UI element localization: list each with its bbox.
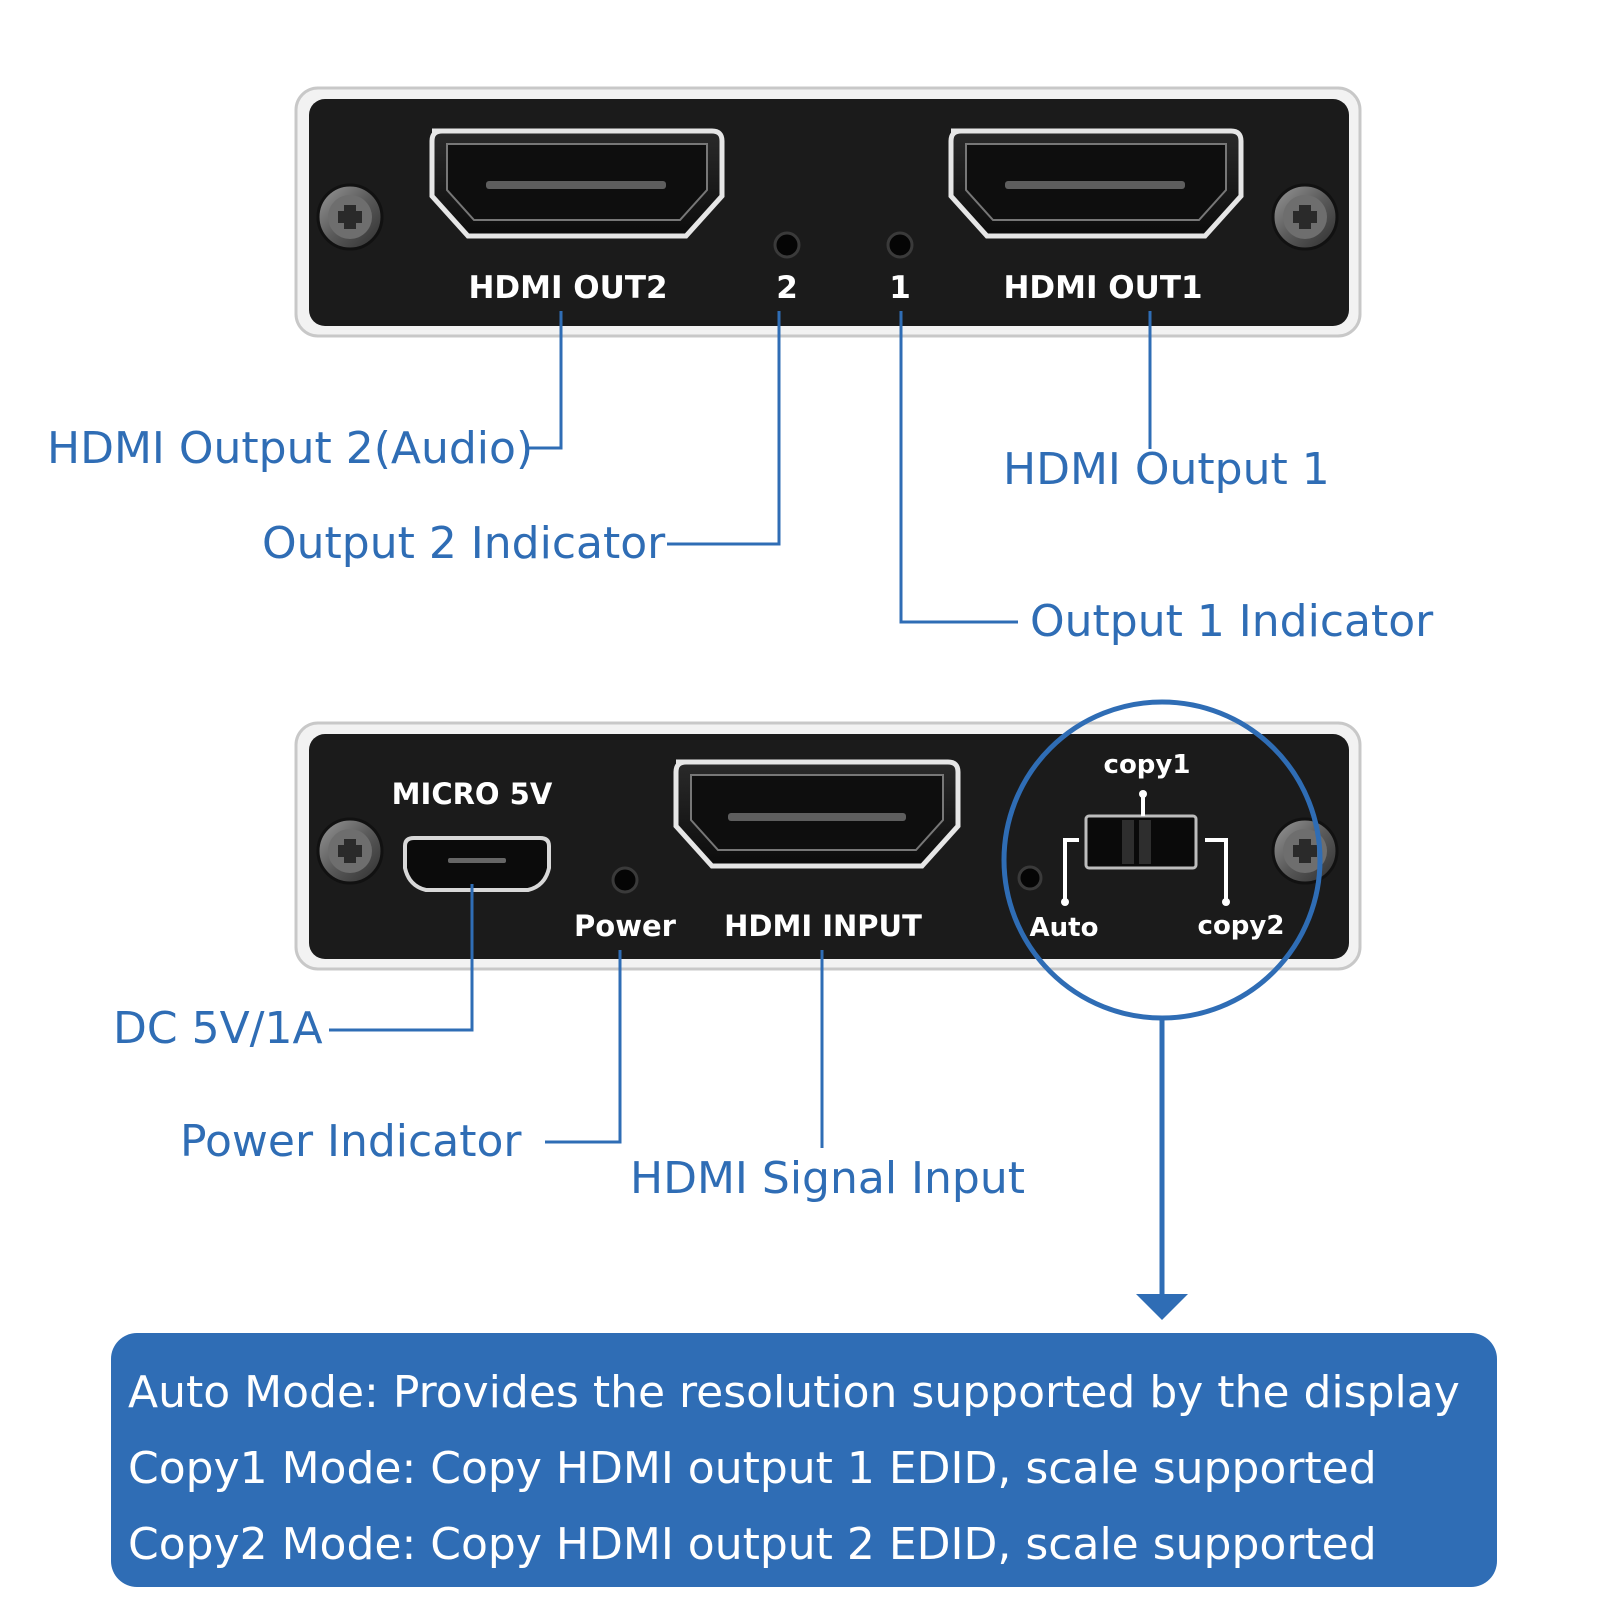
bottom-panel: MICRO 5V Power HDMI INPUT copy1 Auto cop…	[294, 721, 1362, 971]
screw-icon	[316, 817, 384, 885]
output-1-indicator-callout: Output 1 Indicator	[1030, 596, 1434, 647]
power-led-icon	[611, 866, 639, 894]
hdmi-input-silk-label: HDMI INPUT	[724, 909, 922, 943]
hdmi-signal-input-callout: HDMI Signal Input	[630, 1153, 1025, 1204]
dc-power-callout: DC 5V/1A	[113, 1003, 323, 1054]
copy2-silk-label: copy2	[1198, 911, 1285, 941]
led1-silk-label: 1	[889, 270, 911, 306]
micro-5v-silk-label: MICRO 5V	[392, 777, 553, 811]
mode-description-box: Auto Mode: Provides the resolution suppo…	[111, 1333, 1497, 1587]
switch-led-icon	[1017, 865, 1043, 891]
power-indicator-callout: Power Indicator	[180, 1116, 522, 1167]
hdmi-out1-port-icon	[948, 128, 1244, 239]
hdmi-output-1-callout: HDMI Output 1	[1003, 444, 1330, 495]
power-silk-label: Power	[574, 909, 677, 943]
auto-mode-description: Auto Mode: Provides the resolution suppo…	[128, 1367, 1460, 1418]
led2-silk-label: 2	[776, 270, 798, 306]
hdmi-output-2-callout: HDMI Output 2(Audio)	[47, 423, 533, 474]
screw-icon	[316, 183, 384, 251]
arrow-down-icon	[1136, 1294, 1188, 1320]
hdmi-out2-silk-label: HDMI OUT2	[468, 270, 667, 306]
copy1-silk-label: copy1	[1104, 750, 1191, 780]
screw-icon	[1271, 817, 1339, 885]
bottom-leader-lines	[329, 884, 824, 1148]
hdmi-out1-silk-label: HDMI OUT1	[1003, 270, 1202, 306]
micro-usb-port-icon	[403, 836, 551, 892]
output1-led-icon	[886, 231, 914, 259]
edid-mode-switch	[1061, 790, 1230, 906]
output-2-indicator-callout: Output 2 Indicator	[262, 518, 666, 569]
screw-icon	[1271, 183, 1339, 251]
top-leader-lines	[529, 311, 1152, 624]
hdmi-input-port-icon	[673, 759, 961, 869]
output2-led-icon	[773, 231, 801, 259]
hdmi-out2-port-icon	[429, 128, 725, 239]
top-panel: HDMI OUT2 2 1 HDMI OUT1	[294, 86, 1362, 338]
auto-silk-label: Auto	[1030, 913, 1099, 943]
copy2-mode-description: Copy2 Mode: Copy HDMI output 2 EDID, sca…	[128, 1519, 1377, 1570]
copy1-mode-description: Copy1 Mode: Copy HDMI output 1 EDID, sca…	[128, 1443, 1377, 1494]
